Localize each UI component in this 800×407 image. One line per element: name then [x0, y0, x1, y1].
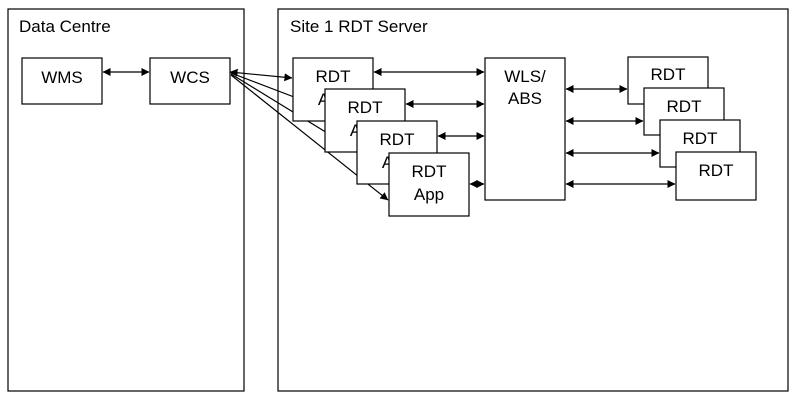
wls-abs-box	[484, 57, 566, 201]
rdt-1-label: RDT	[651, 65, 686, 84]
rdt-app-box-4	[388, 152, 470, 217]
rdt-4-label: RDT	[699, 161, 734, 180]
wms-box	[21, 57, 103, 105]
wls-label: WLS/	[504, 67, 546, 86]
site-rdt-server-label: Site 1 RDT Server	[290, 17, 428, 36]
rdt-3-label: RDT	[683, 129, 718, 148]
wcs-app1-connector	[229, 68, 293, 82]
rdt-app-2-label-top: RDT	[348, 98, 383, 117]
data-centre-label: Data Centre	[19, 17, 111, 36]
abs-label: ABS	[508, 89, 542, 108]
wcs-label: WCS	[170, 68, 210, 87]
rdt-app-3-label-top: RDT	[380, 130, 415, 149]
rdt-2-label: RDT	[667, 97, 702, 116]
rdt-app-4-label-bottom: App	[414, 185, 444, 204]
rdt-app-4-label-top: RDT	[412, 162, 447, 181]
wms-label: WMS	[41, 68, 83, 87]
rdt-app-1-label-top: RDT	[316, 67, 351, 86]
rdt-box-4	[675, 151, 757, 201]
